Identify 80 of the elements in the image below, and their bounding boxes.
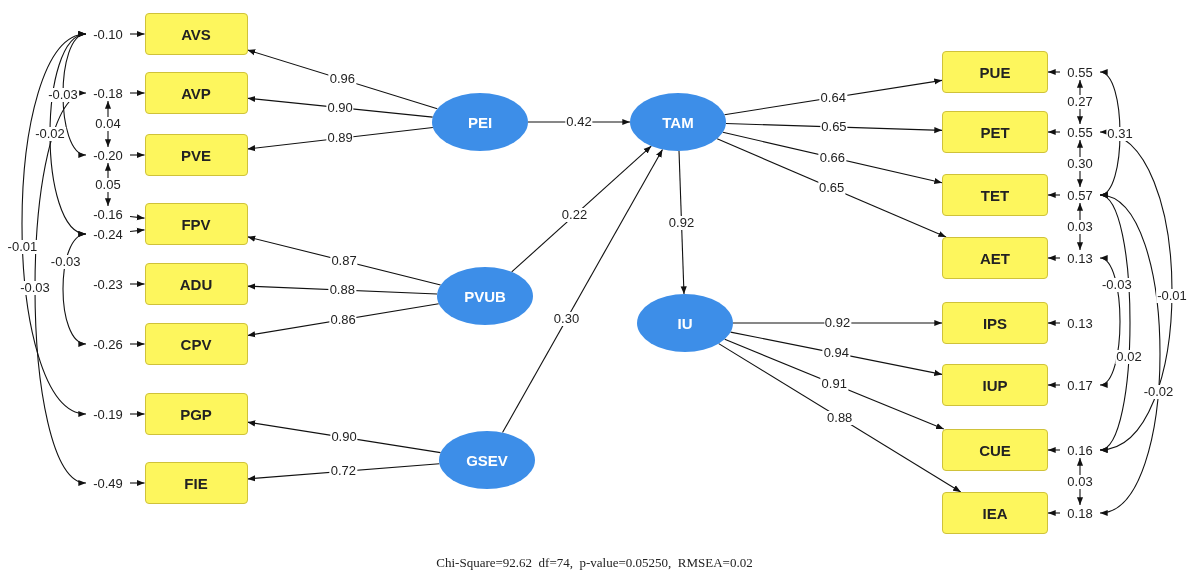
edge-label: 0.65	[817, 180, 846, 195]
latent-ellipse: TAM	[630, 93, 726, 151]
edge-label: 0.92	[823, 316, 852, 330]
covariance-curve	[1099, 194, 1161, 514]
arrow	[1047, 509, 1061, 517]
indicator-box: PET	[942, 111, 1048, 153]
covariance-curve	[1099, 131, 1173, 451]
caption: Chi-Square=92.62 df=74, p-value=0.05250, RMSEA=0.02	[436, 555, 753, 570]
indicator-box: CUE	[942, 429, 1048, 471]
arrow	[129, 89, 146, 97]
covariance-curve	[34, 92, 87, 484]
arrow	[129, 410, 146, 418]
latent-ellipse: PVUB	[437, 267, 533, 325]
edge-label: 0.65	[820, 119, 848, 134]
arrow	[1047, 446, 1061, 454]
arrow	[718, 343, 962, 493]
indicator-box: IUP	[942, 364, 1048, 406]
arrow	[1047, 319, 1061, 327]
edge-label: 0.03	[1066, 474, 1094, 489]
edge-label: 0.04	[94, 117, 122, 131]
arrow	[129, 227, 146, 234]
covariance-curve	[1099, 71, 1121, 196]
latent-ellipse: PEI	[432, 93, 528, 151]
edge-label: -0.03	[1101, 278, 1133, 293]
arrow	[1047, 68, 1061, 76]
edge-label: 0.91	[820, 377, 848, 392]
arrow	[129, 30, 146, 38]
edge-label: 0.88	[826, 410, 854, 425]
arrow	[129, 340, 146, 348]
latent-ellipse: GSEV	[439, 431, 535, 489]
edge-label: -0.03	[49, 255, 82, 269]
edge-label: 0.22	[560, 208, 589, 223]
edge-label: 0.86	[329, 312, 357, 327]
edge-label: 0.92	[667, 215, 696, 230]
edge-label: -0.02	[1142, 384, 1175, 399]
edge-label: 0.02	[1115, 349, 1143, 364]
edge-label: 0.42	[565, 115, 593, 129]
arrow	[129, 214, 146, 221]
indicator-box: PGP	[144, 393, 248, 435]
arrow	[1047, 381, 1061, 389]
covariance-curve	[21, 33, 87, 415]
edge-label: 0.05	[94, 177, 122, 192]
edge-label: 0.30	[552, 312, 581, 327]
edge-label: -0.01	[1156, 288, 1188, 303]
indicator-box: AVS	[144, 13, 248, 55]
indicator-box: FPV	[144, 203, 248, 245]
edge-label: 0.90	[326, 100, 354, 115]
edge-label: 0.87	[330, 253, 358, 268]
arrow	[1047, 128, 1061, 136]
indicator-box: IPS	[942, 302, 1048, 344]
arrow	[678, 150, 687, 295]
edge-label: 0.30	[1066, 156, 1094, 171]
arrow	[501, 148, 664, 434]
edge-label: -0.03	[47, 87, 79, 102]
edge-label: 0.96	[328, 72, 357, 87]
edge-label: 0.31	[1106, 126, 1134, 141]
indicator-box: AVP	[144, 72, 248, 114]
arrow	[511, 145, 652, 273]
covariance-curve	[62, 233, 87, 345]
arrow	[1047, 254, 1061, 262]
edge-label: -0.03	[19, 281, 51, 295]
indicator-box: AET	[942, 237, 1048, 279]
arrow	[129, 151, 146, 159]
arrow	[129, 479, 146, 487]
indicator-box: ADU	[144, 263, 248, 305]
indicator-box: PVE	[144, 134, 248, 176]
edge-label: 0.66	[818, 150, 847, 165]
edge-label: 0.27	[1066, 95, 1094, 109]
edge-label: -0.01	[6, 239, 39, 254]
indicator-box: IEA	[942, 492, 1048, 534]
arrow	[129, 280, 146, 288]
latent-ellipse: IU	[637, 294, 733, 352]
arrow	[1047, 191, 1061, 199]
indicator-box: FIE	[144, 462, 248, 504]
indicator-box: CPV	[144, 323, 248, 365]
edge-label: 0.64	[819, 90, 847, 105]
edge-label: 0.03	[1066, 219, 1094, 234]
indicator-box: PUE	[942, 51, 1048, 93]
indicator-box: TET	[942, 174, 1048, 216]
edge-label: -0.02	[34, 127, 66, 141]
